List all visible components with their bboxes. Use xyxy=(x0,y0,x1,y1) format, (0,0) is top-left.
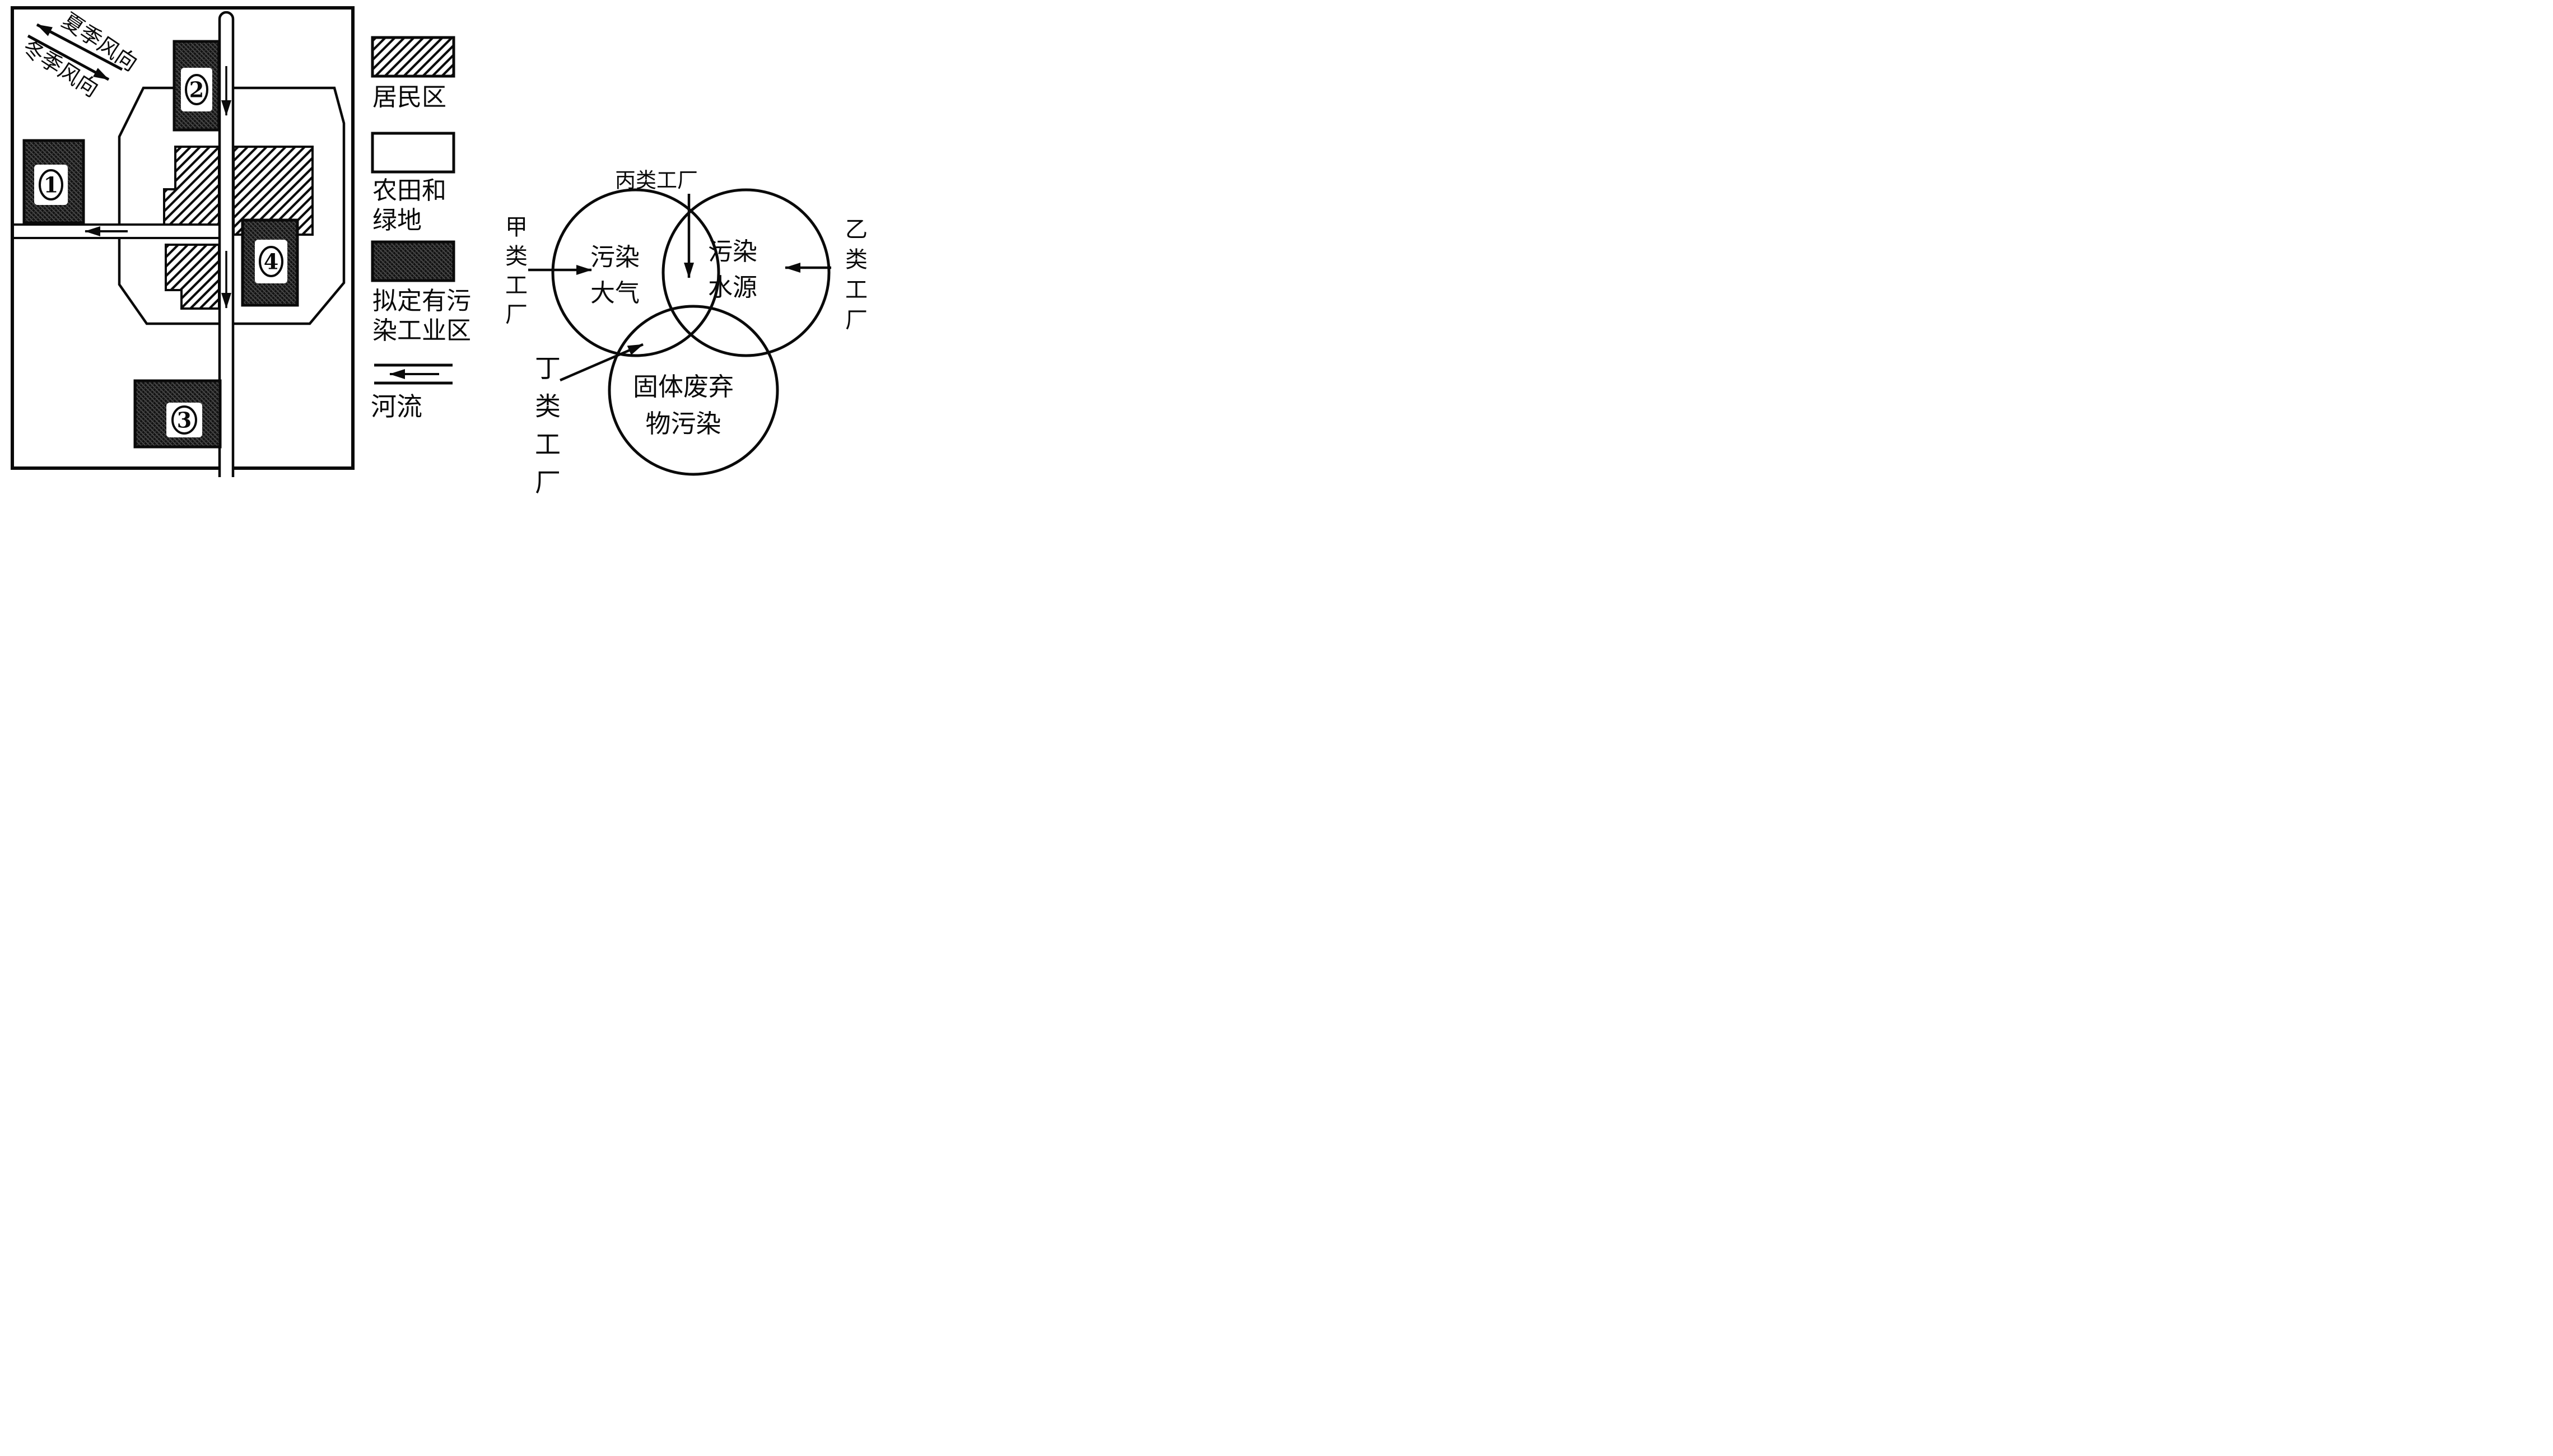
site-2: 2 xyxy=(173,40,221,132)
legend-farmland-swatch xyxy=(371,132,455,174)
venn-circle-solid-waste xyxy=(608,305,779,476)
legend-residential-swatch xyxy=(371,36,455,78)
legend-residential-label: 居民区 xyxy=(372,83,446,111)
site-3-number: 3 xyxy=(177,408,192,433)
site-1-number: 1 xyxy=(44,172,58,198)
venn-circle-water-pollution xyxy=(661,188,831,357)
factory-b-label: 乙类工厂 xyxy=(841,217,866,338)
diagram-graphics: 2 1 4 3 xyxy=(11,6,831,477)
river-main-channel xyxy=(218,11,235,477)
site-4-number: 4 xyxy=(264,249,278,274)
venn-water-pollution-label: 污染 水源 xyxy=(708,237,757,302)
legend-industrial-label: 拟定有污 染工业区 xyxy=(372,287,471,345)
factory-d-arrow-icon xyxy=(560,343,644,382)
site-3: 3 xyxy=(133,379,222,449)
venn-air-pollution-label: 污染 大气 xyxy=(590,243,640,307)
venn-solid-waste-label: 固体废弃 物污染 xyxy=(632,372,734,438)
figure-canvas: 2 1 4 3 xyxy=(0,0,866,494)
factory-a-label: 甲类工厂 xyxy=(501,215,527,332)
winter-wind-arrow-icon xyxy=(27,34,110,81)
legend-industrial-swatch xyxy=(371,240,455,282)
legend-river-symbol xyxy=(374,363,453,385)
site-1: 1 xyxy=(22,139,85,225)
river-branch-banks xyxy=(14,223,220,239)
site-4: 4 xyxy=(241,218,299,307)
site-2-number: 2 xyxy=(189,77,204,102)
factory-d-label: 丁类工厂 xyxy=(531,354,561,494)
city-boundary-octagon xyxy=(118,86,346,325)
legend-farmland-label: 农田和 绿地 xyxy=(372,176,446,235)
factory-c-label: 丙类工厂 xyxy=(615,168,698,193)
summer-wind-arrow-icon xyxy=(36,23,123,71)
venn-circle-air-pollution xyxy=(551,188,720,357)
legend-river-label: 河流 xyxy=(371,391,422,422)
